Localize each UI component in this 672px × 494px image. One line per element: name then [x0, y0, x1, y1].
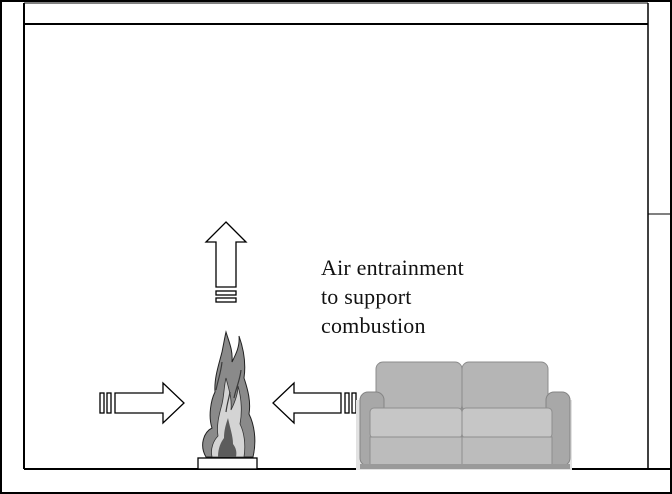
fire-base [197, 457, 258, 470]
annotation-line-1: Air entrainment [321, 255, 464, 280]
air-entrainment-annotation: Air entrainment to support combustion [321, 253, 464, 340]
sofa-icon [356, 361, 572, 470]
arrow-up-icon [204, 221, 248, 303]
flame-icon [197, 330, 258, 470]
arrow-right-icon [99, 381, 185, 425]
arrow-left-icon [272, 381, 357, 425]
annotation-line-3: combustion [321, 313, 426, 338]
annotation-line-2: to support [321, 284, 412, 309]
